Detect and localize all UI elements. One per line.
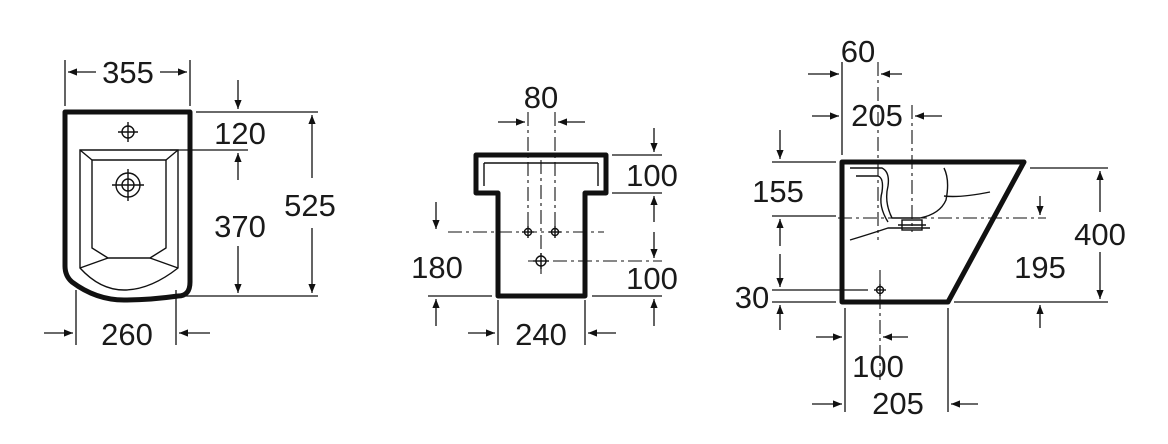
top-view-outline — [62, 109, 193, 303]
dim-outlet-height: 195 — [1014, 250, 1066, 285]
side-view-outline — [839, 159, 1027, 305]
tap-hole-icon — [118, 122, 138, 142]
dim-lower-band: 100 — [626, 261, 678, 296]
rear-view: 80 100 100 180 240 — [411, 80, 678, 352]
dim-top-offset: 60 — [841, 34, 875, 69]
dim-height: 400 — [1074, 217, 1126, 252]
dim-bottom-width: 260 — [101, 317, 153, 352]
top-view-bowl-outer — [79, 149, 179, 291]
top-view-bowl-inner — [91, 159, 167, 259]
dim-hole-spacing: 80 — [524, 80, 558, 115]
side-view: 60 205 155 30 400 195 100 — [735, 34, 1126, 421]
dim-bottom-offset: 100 — [852, 349, 904, 384]
dim-base-width: 240 — [515, 317, 567, 352]
dim-hole-height: 180 — [411, 250, 463, 285]
dim-bowl-depth: 370 — [214, 209, 266, 244]
drain-icon — [112, 169, 144, 201]
dim-floor-offset: 30 — [735, 280, 769, 315]
dim-top-width: 355 — [102, 55, 154, 90]
dim-hole-offset: 120 — [214, 116, 266, 151]
rear-view-outline — [473, 152, 609, 299]
dim-upper-inset: 155 — [752, 174, 804, 209]
dim-top-band: 100 — [626, 158, 678, 193]
dim-top-span: 205 — [851, 98, 903, 133]
dim-bottom-span: 205 — [872, 386, 924, 421]
top-view: 355 260 120 370 525 — [44, 55, 336, 352]
dim-total-depth: 525 — [284, 188, 336, 223]
